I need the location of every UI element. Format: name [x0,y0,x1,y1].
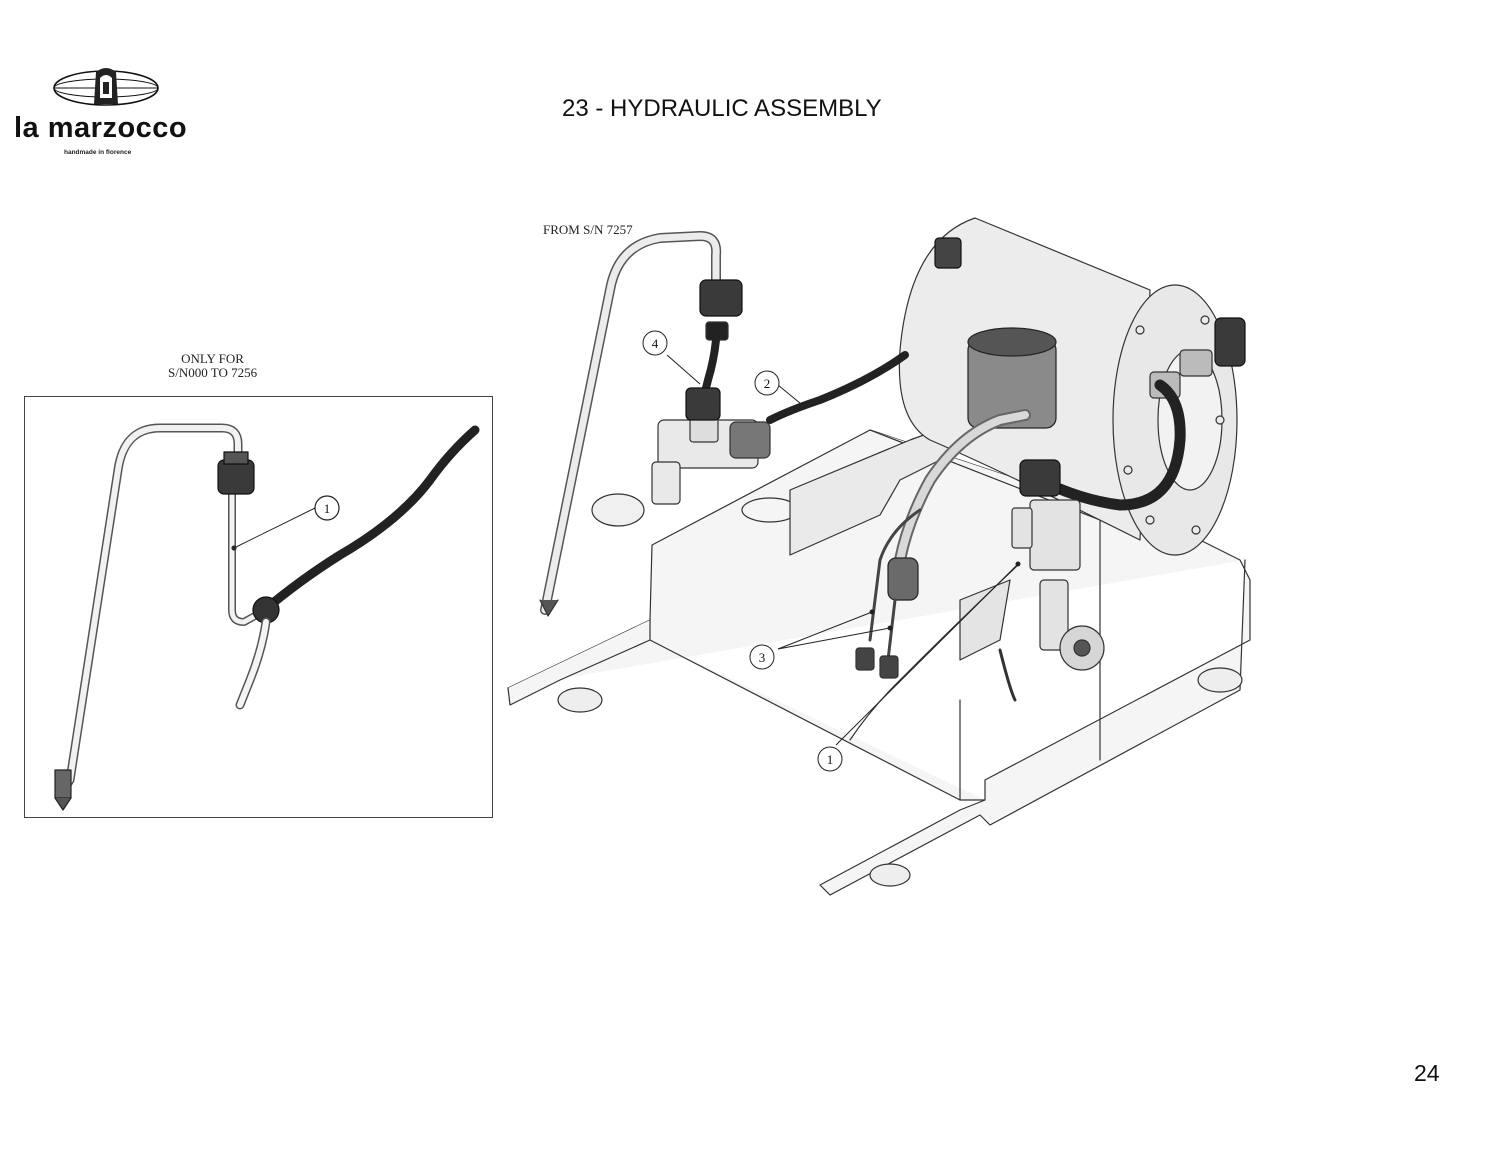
steam-tap-assembly [591,411,771,527]
tubes-part-3 [855,409,1031,679]
expansion-tank [967,327,1057,429]
inset-tube-assembly [54,423,480,811]
serial-note-from: FROM S/N 7257 [543,222,633,237]
globe-lion-emblem-icon [53,68,159,106]
new-tube-part-4 [539,231,743,617]
inset-callout-1 [231,495,340,551]
callout-1: 1 [827,752,834,767]
callout-inset-1: 1 [324,501,331,516]
serial-note-only-line1: ONLY FOR [181,351,244,366]
brand-logo [10,62,210,172]
boiler-return-pipe [1034,379,1186,511]
serial-note-only: ONLY FOR S/N000 TO 7256 [168,352,257,380]
page-number: 24 [1414,1060,1440,1086]
page-title: 23 - HYDRAULIC ASSEMBLY [562,95,882,122]
callout-3: 3 [759,650,766,665]
solenoid-valve [998,459,1105,702]
hose-part-2 [766,351,909,424]
callout-4: 4 [652,336,659,351]
brand-tagline: handmade in florence [64,149,132,156]
main-callouts [642,330,1021,772]
inset-frame [24,396,493,818]
brand-name: la marzocco [14,112,188,144]
serial-note-only-line2: S/N000 TO 7256 [168,365,258,380]
callout-2: 2 [764,376,771,391]
